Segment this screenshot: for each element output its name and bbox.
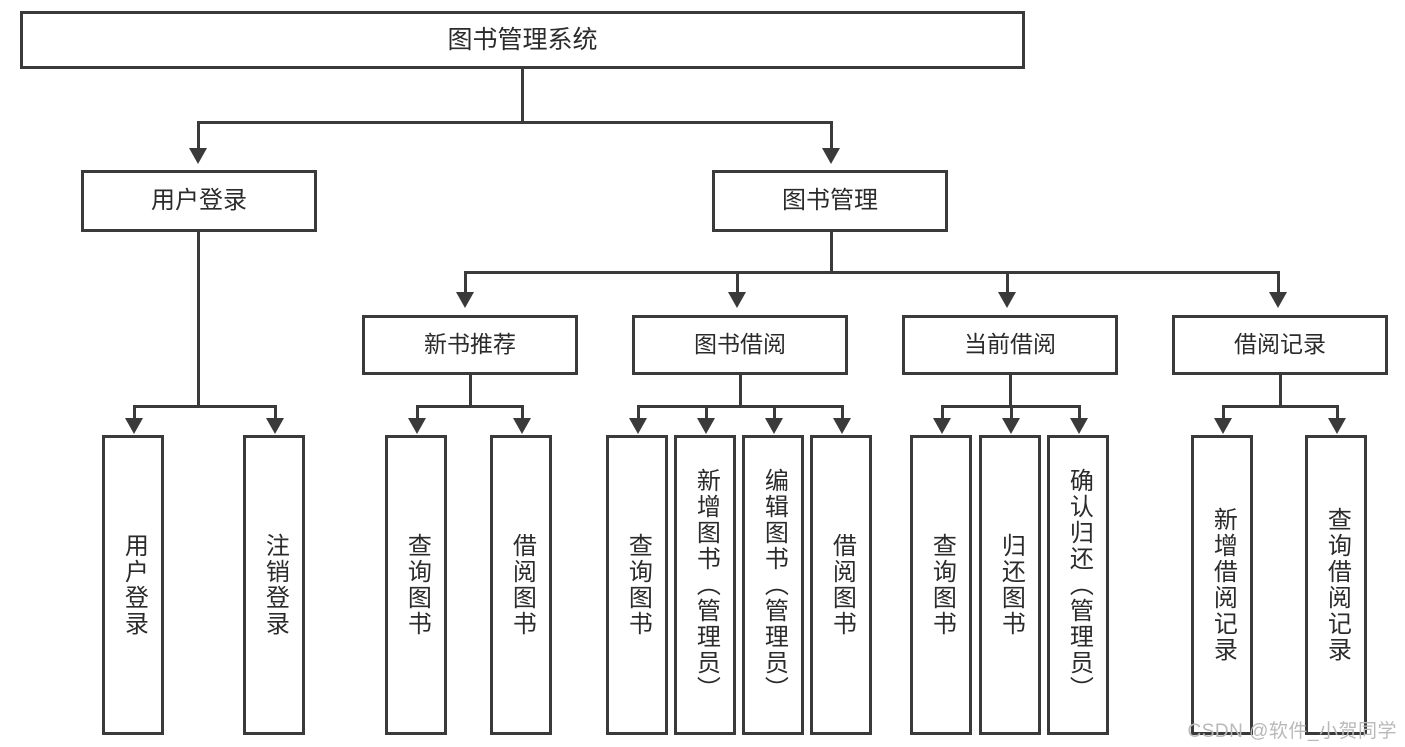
connector-book-borrow-stem — [739, 375, 742, 405]
leaf-borrow-record-query[interactable]: 查询借阅记录 — [1305, 435, 1367, 735]
connector-borrow-record-leaf-1 — [1222, 405, 1225, 419]
node-root-system[interactable]: 图书管理系统 — [20, 11, 1025, 69]
arrow-book-mgmt-to-borrow — [728, 292, 746, 308]
connector-book-mgmt-to-new-book — [464, 271, 467, 293]
arrow-book-mgmt-to-new-book — [456, 292, 474, 308]
connector-root-bus — [197, 121, 833, 124]
node-new-book-recommend[interactable]: 新书推荐 — [362, 315, 578, 375]
arrow-book-borrow-leaf-2 — [697, 418, 715, 434]
connector-user-login-leaf-1 — [133, 405, 136, 419]
connector-new-book-leaf-1 — [416, 405, 419, 419]
connector-user-login-bus — [133, 405, 277, 408]
leaf-book-borrow-query[interactable]: 查询图书 — [606, 435, 668, 735]
arrow-book-borrow-leaf-1 — [629, 418, 647, 434]
leaf-new-book-borrow[interactable]: 借阅图书 — [490, 435, 552, 735]
arrow-borrow-record-leaf-2 — [1328, 418, 1346, 434]
connector-root-stem — [521, 69, 524, 121]
leaf-new-book-query[interactable]: 查询图书 — [385, 435, 447, 735]
arrow-new-book-leaf-1 — [408, 418, 426, 434]
connector-book-borrow-leaf-1 — [637, 405, 640, 419]
connector-book-mgmt-bus — [464, 271, 1280, 274]
arrow-current-borrow-leaf-3 — [1070, 418, 1088, 434]
arrow-book-mgmt-to-record — [1269, 292, 1287, 308]
leaf-current-borrow-confirm-return[interactable]: 确认归还（管理员） — [1047, 435, 1109, 735]
connector-user-login-stem — [197, 232, 200, 405]
node-current-borrow[interactable]: 当前借阅 — [902, 315, 1118, 375]
connector-root-to-book-mgmt — [830, 121, 833, 149]
node-book-management[interactable]: 图书管理 — [712, 170, 948, 232]
arrow-user-login-leaf-1 — [125, 418, 143, 434]
leaf-book-borrow-add[interactable]: 新增图书（管理员） — [674, 435, 736, 735]
arrow-current-borrow-leaf-2 — [1002, 418, 1020, 434]
leaf-current-borrow-query[interactable]: 查询图书 — [910, 435, 972, 735]
connector-book-mgmt-to-borrow — [736, 271, 739, 293]
connector-current-borrow-leaf-1 — [941, 405, 944, 419]
arrow-book-borrow-leaf-3 — [765, 418, 783, 434]
connector-book-borrow-leaf-3 — [773, 405, 776, 419]
connector-book-mgmt-stem — [830, 232, 833, 271]
connector-book-borrow-bus — [637, 405, 844, 408]
arrow-new-book-leaf-2 — [513, 418, 531, 434]
leaf-book-borrow-edit[interactable]: 编辑图书（管理员） — [742, 435, 804, 735]
connector-user-login-leaf-2 — [274, 405, 277, 419]
leaf-current-borrow-return[interactable]: 归还图书 — [979, 435, 1041, 735]
connector-new-book-leaf-2 — [521, 405, 524, 419]
leaf-borrow-record-add[interactable]: 新增借阅记录 — [1191, 435, 1253, 735]
arrow-borrow-record-leaf-1 — [1214, 418, 1232, 434]
leaf-book-borrow-borrow[interactable]: 借阅图书 — [810, 435, 872, 735]
connector-book-borrow-leaf-4 — [841, 405, 844, 419]
connector-borrow-record-bus — [1222, 405, 1339, 408]
connector-borrow-record-stem — [1279, 375, 1282, 405]
connector-root-to-user-login — [197, 121, 200, 149]
leaf-user-login-login[interactable]: 用户登录 — [102, 435, 164, 735]
arrow-current-borrow-leaf-1 — [933, 418, 951, 434]
connector-current-borrow-leaf-2 — [1010, 405, 1013, 419]
node-borrow-record[interactable]: 借阅记录 — [1172, 315, 1388, 375]
connector-borrow-record-leaf-2 — [1336, 405, 1339, 419]
connector-current-borrow-leaf-3 — [1078, 405, 1081, 419]
node-user-login[interactable]: 用户登录 — [81, 170, 317, 232]
connector-book-mgmt-to-record — [1277, 271, 1280, 293]
connector-book-mgmt-to-current — [1006, 271, 1009, 293]
leaf-user-login-logout[interactable]: 注销登录 — [243, 435, 305, 735]
arrow-root-to-user-login — [189, 148, 207, 164]
connector-current-borrow-stem — [1009, 375, 1012, 405]
arrow-user-login-leaf-2 — [266, 418, 284, 434]
connector-book-borrow-leaf-2 — [705, 405, 708, 419]
arrow-root-to-book-mgmt — [822, 148, 840, 164]
arrow-book-mgmt-to-current — [998, 292, 1016, 308]
connector-new-book-stem — [469, 375, 472, 405]
connector-new-book-bus — [416, 405, 524, 408]
node-book-borrow[interactable]: 图书借阅 — [632, 315, 848, 375]
arrow-book-borrow-leaf-4 — [833, 418, 851, 434]
